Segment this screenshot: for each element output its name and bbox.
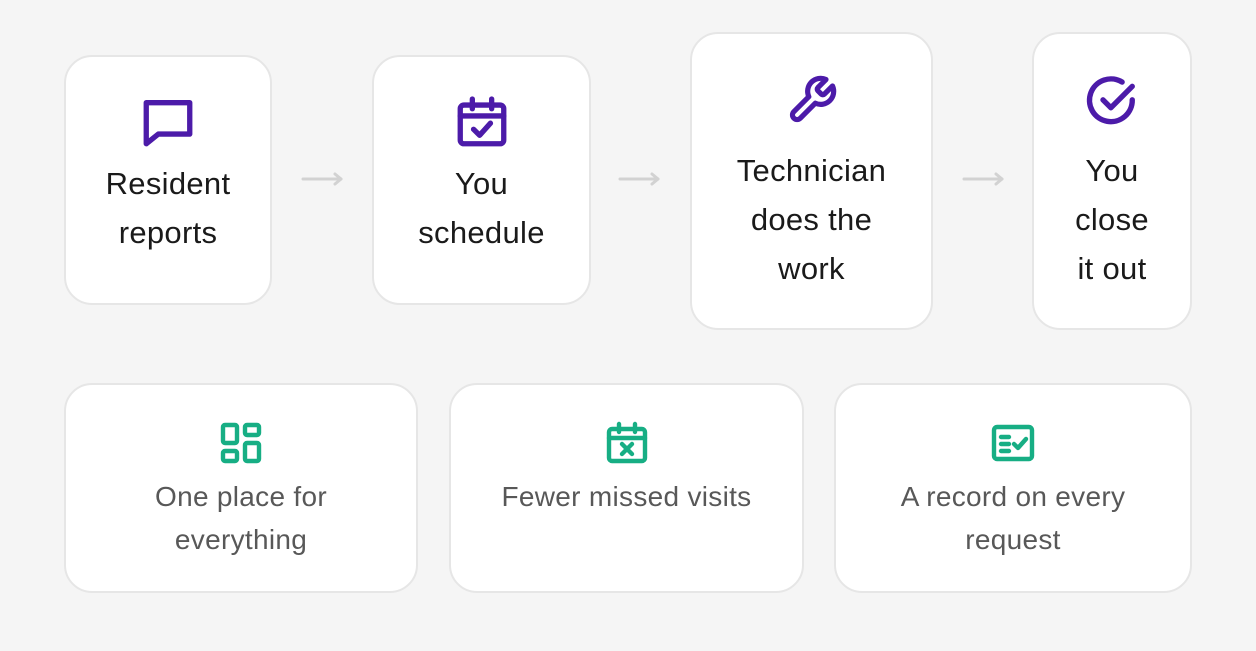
- step-label: You schedule: [418, 166, 545, 250]
- chat-bubble-icon: [143, 100, 193, 147]
- arrow-right-icon: [618, 172, 660, 186]
- checklist-icon: [991, 424, 1035, 462]
- step-card-technician-does-work: Technician does the work: [690, 32, 933, 330]
- step-label: You close it out: [1075, 153, 1149, 286]
- dashboard-grid-icon: [220, 422, 262, 464]
- calendar-check-icon: [457, 96, 506, 147]
- benefit-card-record: A record on every request: [834, 383, 1192, 593]
- step-label: Resident reports: [105, 166, 231, 250]
- benefit-label: Fewer missed visits: [501, 481, 752, 512]
- step-label: Technician does the work: [736, 153, 887, 286]
- benefit-card-fewer-missed: Fewer missed visits: [449, 383, 804, 593]
- arrow-right-icon: [301, 172, 343, 186]
- step-card-resident-reports: Resident reports: [64, 55, 272, 305]
- calendar-x-icon: [606, 421, 647, 464]
- step-card-you-schedule: You schedule: [372, 55, 591, 305]
- benefit-label: A record on every request: [900, 481, 1126, 555]
- benefit-label: One place for everything: [155, 481, 327, 555]
- check-circle-icon: [1086, 76, 1135, 125]
- arrow-right-icon: [962, 172, 1004, 186]
- benefit-card-one-place: One place for everything: [64, 383, 418, 593]
- step-card-you-close-it-out: You close it out: [1032, 32, 1192, 330]
- wrench-icon: [789, 75, 836, 123]
